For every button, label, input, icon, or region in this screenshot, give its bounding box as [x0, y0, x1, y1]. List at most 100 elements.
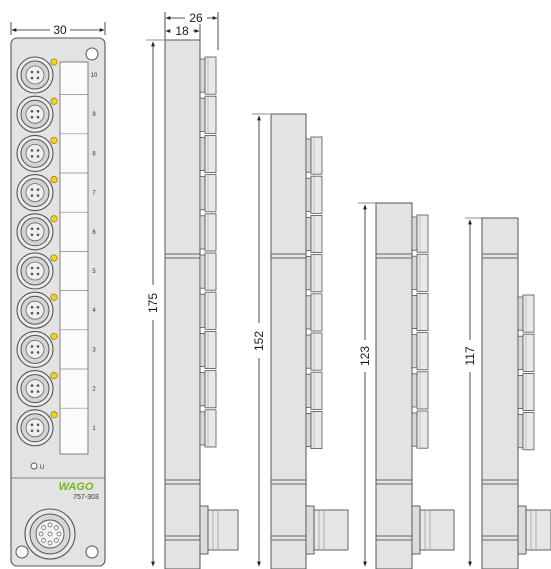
- side-port: [411, 371, 429, 410]
- depth-dimensions: 26 18: [164, 11, 219, 50]
- port-number: 7: [92, 191, 96, 197]
- model-number: 757-303: [73, 494, 99, 501]
- port-number: 5: [92, 269, 96, 275]
- height-123-label: 123: [358, 346, 372, 366]
- side-port: [199, 409, 217, 448]
- side-port: [199, 370, 217, 409]
- side-view-117: 117: [463, 217, 551, 569]
- side-port: [305, 293, 323, 332]
- side-port: [305, 332, 323, 371]
- side-view-175: 26 18 175: [146, 11, 239, 569]
- side-port: [411, 332, 429, 371]
- port-number: 9: [92, 112, 96, 118]
- side-port: [517, 412, 535, 451]
- port-led: [50, 136, 58, 144]
- front-width-label: 30: [53, 23, 67, 37]
- side-port: [411, 292, 429, 331]
- side-port: [199, 291, 217, 330]
- side-m23-152: [305, 505, 349, 555]
- marker-strip-dividers: [60, 94, 88, 409]
- port-number: 3: [92, 347, 96, 353]
- port-led: [50, 411, 58, 419]
- side-ports-123: [411, 214, 429, 449]
- mounting-hole-bottom-left: [15, 545, 29, 559]
- height-117-label: 117: [463, 346, 477, 365]
- height-dimension-152: 152: [252, 113, 270, 567]
- side-port: [411, 410, 429, 449]
- height-152-label: 152: [252, 331, 266, 351]
- status-led-label: U: [40, 465, 44, 471]
- side-port: [305, 371, 323, 410]
- port-led: [50, 372, 58, 380]
- m23-connector: [24, 508, 76, 560]
- side-port: [411, 214, 429, 253]
- port-number: 4: [92, 308, 96, 314]
- port-numbers: 10 9 8 7 6 5 4 3 2 1: [91, 73, 98, 432]
- height-dimension-117: 117: [463, 217, 482, 567]
- m12-port: [16, 291, 58, 329]
- front-view: 30 10 9 8 7 6 5 4 3 2 1 U WAGO 757-303: [10, 22, 106, 567]
- port-led: [50, 58, 58, 66]
- m12-port: [16, 174, 58, 212]
- m12-port: [16, 409, 58, 447]
- side-port: [199, 134, 217, 173]
- m12-port: [16, 134, 58, 172]
- side-port: [199, 213, 217, 252]
- body-depth-label: 18: [175, 24, 189, 38]
- side-port: [305, 136, 323, 175]
- side-port: [305, 410, 323, 449]
- m12-port: [16, 370, 58, 408]
- side-housing-117: [481, 217, 519, 569]
- side-port: [199, 174, 217, 213]
- side-port: [305, 254, 323, 293]
- side-view-152: 152: [252, 113, 349, 569]
- port-number: 8: [92, 151, 96, 157]
- port-number: 10: [91, 73, 98, 79]
- port-led: [50, 254, 58, 262]
- overall-depth-label: 26: [189, 11, 203, 25]
- side-port: [517, 333, 535, 372]
- side-housing-123: [375, 202, 413, 569]
- status-led-u: [30, 462, 38, 470]
- side-port: [199, 95, 217, 134]
- height-dimension-123: 123: [358, 202, 376, 567]
- m12-port: [16, 213, 58, 251]
- side-housing-175: [164, 39, 201, 569]
- side-port: [199, 56, 217, 95]
- front-width-dimension: 30: [10, 22, 106, 37]
- m12-port: [16, 330, 58, 368]
- height-dimension-175: 175: [146, 39, 164, 567]
- port-led: [50, 176, 58, 184]
- side-ports-117: [517, 294, 535, 451]
- side-m23-175: [199, 505, 239, 555]
- m12-port: [16, 95, 58, 133]
- side-port: [305, 175, 323, 214]
- side-port: [517, 294, 535, 333]
- port-led: [50, 215, 58, 223]
- side-m23-123: [411, 505, 455, 555]
- m12-port: [16, 252, 58, 290]
- side-port: [199, 252, 217, 291]
- side-ports-152: [305, 136, 323, 449]
- mounting-hole-bottom-right: [85, 545, 99, 559]
- brand-logo: WAGO: [59, 481, 94, 493]
- port-led: [50, 97, 58, 105]
- side-m23-117: [517, 505, 551, 555]
- port-number: 2: [92, 387, 96, 393]
- height-175-label: 175: [146, 293, 160, 313]
- side-port: [199, 330, 217, 369]
- marker-strip: [59, 61, 89, 455]
- side-port: [517, 372, 535, 411]
- side-ports-175: [199, 56, 217, 448]
- m12-port: [16, 56, 58, 94]
- m12-ports: [16, 56, 58, 447]
- port-led: [50, 332, 58, 340]
- side-port: [305, 214, 323, 253]
- port-number: 1: [92, 426, 96, 432]
- side-view-123: 123: [358, 202, 455, 569]
- mounting-hole-top: [85, 47, 99, 61]
- port-number: 6: [92, 230, 96, 236]
- port-led: [50, 293, 58, 301]
